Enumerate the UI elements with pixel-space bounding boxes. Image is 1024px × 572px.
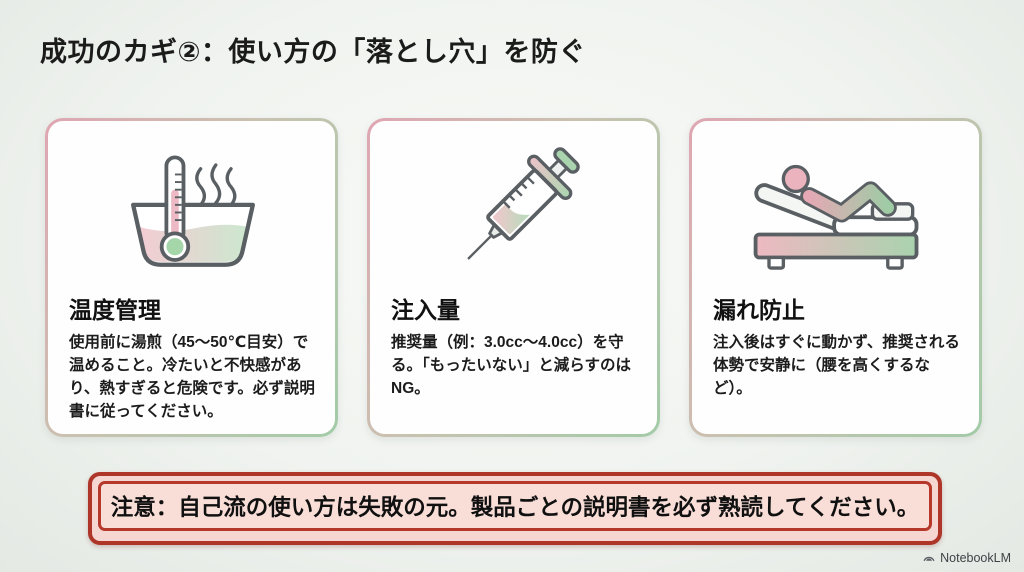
- thermometer-bath-icon: [131, 155, 255, 267]
- card-injection-amount-body: 推奨量（例：3.0cc～4.0cc）を守る。「もったいない」と減らすのはNG。: [391, 334, 631, 397]
- warning-text: 注意：自己流の使い方は失敗の元。製品ごとの説明書を必ず熟読してください。: [98, 481, 932, 531]
- card-injection-amount: 注入量 推奨量（例：3.0cc～4.0cc）を守る。「もったいない」と減らすのは…: [367, 118, 660, 437]
- card-temperature-icon-box: [69, 139, 317, 285]
- brand-label: NotebookLM: [940, 551, 1011, 565]
- card-leak-prevention-icon-box: [713, 139, 961, 285]
- cards-row: 温度管理 使用前に湯煎（45～50℃目安）で温めること。冷たいと不快感があり、熱…: [45, 118, 982, 437]
- card-leak-prevention-body: 注入後はすぐに動かず、推奨される体勢で安静に（腰を高くするなど）。: [713, 334, 960, 397]
- reclining-bed-icon: [753, 164, 919, 270]
- page-title: 成功のカギ②：使い方の「落とし穴」を防ぐ: [40, 37, 586, 67]
- card-temperature-body: 使用前に湯煎（45～50℃目安）で温めること。冷たいと不快感があり、熱すぎると危…: [69, 334, 315, 420]
- card-injection-amount-icon-box: [391, 139, 639, 285]
- brand-watermark: NotebookLM: [922, 551, 1011, 565]
- card-injection-amount-title: 注入量: [391, 297, 460, 323]
- card-temperature-title: 温度管理: [69, 297, 161, 323]
- syringe-icon: [467, 147, 580, 260]
- card-leak-prevention: 漏れ防止 注入後はすぐに動かず、推奨される体勢で安静に（腰を高くするなど）。: [689, 118, 982, 437]
- notebooklm-logo-icon: [923, 556, 935, 562]
- card-injection-amount-inner: 注入量 推奨量（例：3.0cc～4.0cc）を守る。「もったいない」と減らすのは…: [370, 121, 657, 434]
- card-temperature-inner: 温度管理 使用前に湯煎（45～50℃目安）で温めること。冷たいと不快感があり、熱…: [48, 121, 335, 434]
- warning-banner: 注意：自己流の使い方は失敗の元。製品ごとの説明書を必ず熟読してください。: [88, 472, 942, 545]
- card-leak-prevention-title: 漏れ防止: [713, 297, 805, 323]
- card-temperature: 温度管理 使用前に湯煎（45～50℃目安）で温めること。冷たいと不快感があり、熱…: [45, 118, 338, 437]
- card-leak-prevention-inner: 漏れ防止 注入後はすぐに動かず、推奨される体勢で安静に（腰を高くするなど）。: [692, 121, 979, 434]
